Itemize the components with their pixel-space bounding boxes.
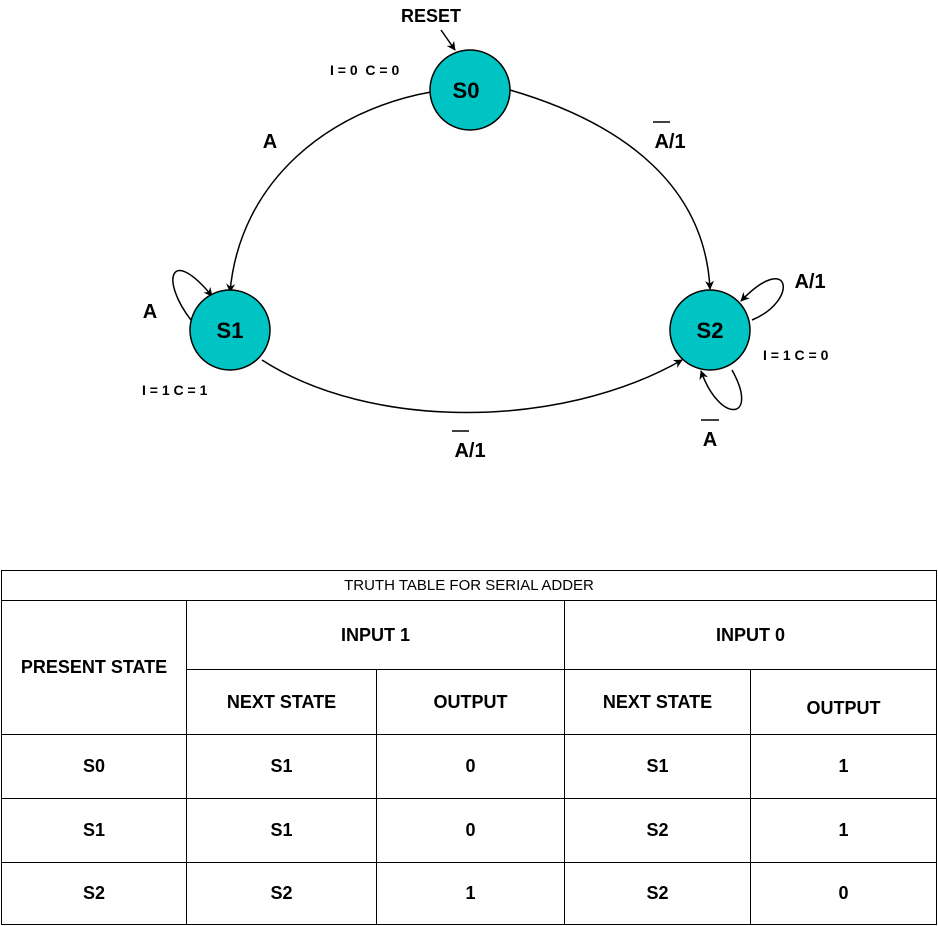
table-row: S0 S1 0 S1 1	[1, 734, 937, 799]
state-s1-outputs: I = 1 C = 1	[142, 382, 208, 398]
table-row: S2 S2 1 S2 0	[1, 862, 937, 925]
transition-s2-self-upper	[740, 278, 784, 321]
input1-next-state-cell: S2	[186, 862, 377, 925]
input0-output-cell: 1	[750, 798, 937, 863]
state-s1-label: S1	[217, 318, 244, 343]
transition-s1-s2	[261, 359, 683, 414]
input1-next-state-cell: S1	[186, 798, 377, 863]
input0-output-cell: 0	[750, 862, 937, 925]
transition-s2-self-upper-label: A/1	[794, 271, 825, 293]
table-caption: TRUTH TABLE FOR SERIAL ADDER	[1, 570, 937, 601]
state-s2-outputs: I = 1 C = 0	[763, 347, 829, 363]
transition-s0-s1-label: A	[263, 131, 277, 153]
input1-next-state-cell: S1	[186, 734, 377, 799]
input0-next-state-cell: S2	[564, 862, 751, 925]
input0-output-header: OUTPUT	[750, 669, 937, 735]
input1-output-header: OUTPUT	[376, 669, 565, 735]
state-s0: S0	[429, 49, 511, 131]
state-s0-outputs: I = 0 C = 0	[330, 62, 399, 78]
transition-s2-self-lower	[699, 369, 743, 411]
present-state-cell: S2	[1, 862, 187, 925]
input1-header: INPUT 1	[186, 600, 565, 670]
reset-arrow	[440, 29, 456, 51]
state-s2-label: S2	[697, 318, 724, 343]
transition-s1-self-label: A	[143, 301, 157, 323]
present-state-cell: S0	[1, 734, 187, 799]
input0-next-state-header: NEXT STATE	[564, 669, 751, 735]
transition-s2-self-lower-label: A	[703, 429, 717, 451]
input1-next-state-header: NEXT STATE	[186, 669, 377, 735]
state-s2: S2	[669, 289, 751, 371]
present-state-cell: S1	[1, 798, 187, 863]
input1-output-cell: 1	[376, 862, 565, 925]
transition-s1-s2-label: A/1	[454, 440, 485, 462]
input0-output-cell: 1	[750, 734, 937, 799]
input0-next-state-cell: S1	[564, 734, 751, 799]
input1-output-cell: 0	[376, 734, 565, 799]
truth-table: TRUTH TABLE FOR SERIAL ADDER PRESENT STA…	[1, 570, 937, 925]
input0-header: INPUT 0	[564, 600, 937, 670]
reset-label: RESET	[401, 6, 461, 26]
transition-s0-s2	[509, 89, 715, 290]
state-s1: S1	[189, 289, 271, 371]
present-state-header: PRESENT STATE	[1, 600, 187, 735]
transition-s0-s1	[226, 91, 432, 293]
table-row: S1 S1 0 S2 1	[1, 798, 937, 863]
state-s0-label: S0	[453, 78, 480, 103]
transition-s0-s2-label: A/1	[654, 131, 685, 153]
transition-s1-self	[172, 269, 213, 321]
input1-output-cell: 0	[376, 798, 565, 863]
state-diagram: RESET A A/1 A A/1 A/1 A S0 I = 0 C = 0 S…	[142, 6, 829, 462]
input0-next-state-cell: S2	[564, 798, 751, 863]
